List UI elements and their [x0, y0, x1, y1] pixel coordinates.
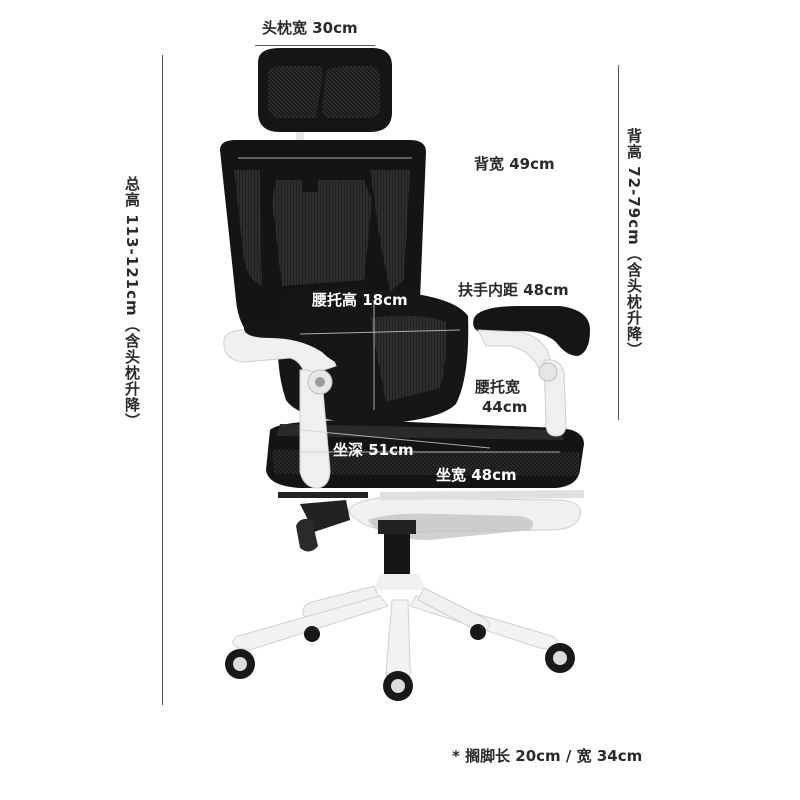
armrest-inner-label: 扶手内距 48cm [458, 281, 569, 299]
left-armrest [223, 320, 353, 489]
footrest-note: * 搁脚长 20cm / 宽 34cm [452, 747, 643, 765]
total-height-label: 总高 113-121cm（含头枕升降） [123, 176, 141, 429]
back-height-label: 背高 72-79cm（含头枕升降） [625, 128, 643, 358]
headrest-width-label: 头枕宽 30cm [262, 19, 358, 37]
seat [266, 420, 584, 488]
lumbar-height-label: 腰托高 18cm [312, 291, 408, 309]
lumbar-width-label-line2: 44cm [482, 398, 528, 416]
back-height-line [618, 65, 619, 420]
right-armrest [473, 306, 590, 437]
total-height-line [162, 55, 163, 705]
seat-depth-label: 坐深 51cm [333, 441, 414, 459]
headrest [258, 48, 392, 150]
tilt-mechanism [296, 500, 350, 552]
lumbar-width-label-line1: 腰托宽 [475, 378, 521, 396]
seat-width-label: 坐宽 48cm [436, 466, 517, 484]
casters [225, 624, 575, 701]
headrest-width-line [255, 45, 375, 46]
back-width-label: 背宽 49cm [474, 155, 555, 173]
chair-base [232, 520, 558, 681]
measure-guides [238, 157, 560, 453]
